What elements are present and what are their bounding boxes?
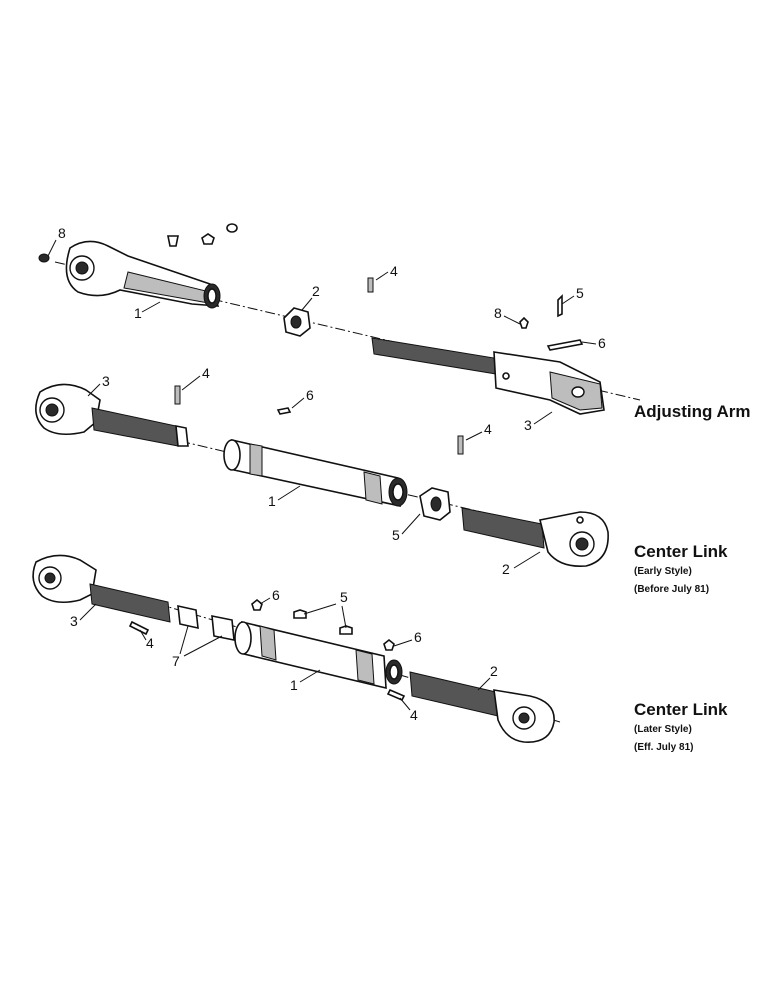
callout-number: 6 xyxy=(272,587,280,603)
adjusting-arm-title: Adjusting Arm xyxy=(634,402,751,421)
later-clamp-halves xyxy=(177,604,235,641)
later-center-tube xyxy=(234,620,403,690)
callout-group: 3 4 6 1 4 5 2 xyxy=(87,365,541,577)
callout-number: 2 xyxy=(312,283,320,299)
adjusting-arm-clevis-end xyxy=(371,337,605,415)
callout-number: 4 xyxy=(410,707,418,723)
adjusting-arm-assembly: 8 1 2 4 8 5 6 3 xyxy=(38,223,641,433)
callout-number: 1 xyxy=(290,677,298,693)
callout-number: 3 xyxy=(102,373,110,389)
center-link-early-assembly: 3 4 6 1 4 5 2 xyxy=(35,365,609,577)
callout-number: 5 xyxy=(340,589,348,605)
center-link-later-subtitle-1: (Later Style) xyxy=(634,724,692,735)
early-right-eye-end xyxy=(461,507,609,568)
callout-number: 3 xyxy=(524,417,532,433)
jam-nut-part xyxy=(283,307,311,337)
early-left-eye-end xyxy=(35,383,189,447)
callout-group: 6 5 3 4 7 1 6 2 4 xyxy=(70,587,498,723)
center-link-early-subtitle-1: (Early Style) xyxy=(634,566,692,577)
callout-number: 6 xyxy=(306,387,314,403)
callout-number: 7 xyxy=(172,653,180,669)
callout-number: 4 xyxy=(390,263,398,279)
callout-number: 2 xyxy=(490,663,498,679)
callout-number: 8 xyxy=(494,305,502,321)
callout-number: 6 xyxy=(414,629,422,645)
roll-pin-part xyxy=(367,277,374,293)
early-jam-nut xyxy=(419,435,464,521)
adjusting-arm-tube-eye-end xyxy=(65,240,221,309)
center-link-later-assembly: 6 5 3 4 7 1 6 2 4 xyxy=(32,554,561,743)
center-link-early-title: Center Link xyxy=(634,542,728,561)
callout-number: 5 xyxy=(576,285,584,301)
early-pin-top xyxy=(174,385,292,415)
callout-number: 5 xyxy=(392,527,400,543)
callout-number: 8 xyxy=(58,225,66,241)
grease-fitting-part xyxy=(38,223,238,263)
early-center-tube xyxy=(223,438,408,508)
callout-number: 3 xyxy=(70,613,78,629)
later-pin xyxy=(128,620,150,636)
callout-number: 4 xyxy=(484,421,492,437)
later-fittings xyxy=(251,598,395,651)
callout-group: 8 1 2 4 8 5 6 3 xyxy=(47,225,606,433)
center-link-early-subtitle-2: (Before July 81) xyxy=(634,584,710,595)
callout-number: 1 xyxy=(134,305,142,321)
later-left-eye-end xyxy=(32,554,171,623)
callout-number: 1 xyxy=(268,493,276,509)
callout-number: 4 xyxy=(202,365,210,381)
later-pin-right xyxy=(386,688,406,702)
center-link-later-title: Center Link xyxy=(634,700,728,719)
callout-number: 6 xyxy=(598,335,606,351)
clevis-pin-part xyxy=(519,294,584,351)
center-link-later-subtitle-2: (Eff. July 81) xyxy=(634,742,694,753)
later-right-eye-end xyxy=(409,671,555,743)
callout-number: 4 xyxy=(146,635,154,651)
callout-number: 2 xyxy=(502,561,510,577)
